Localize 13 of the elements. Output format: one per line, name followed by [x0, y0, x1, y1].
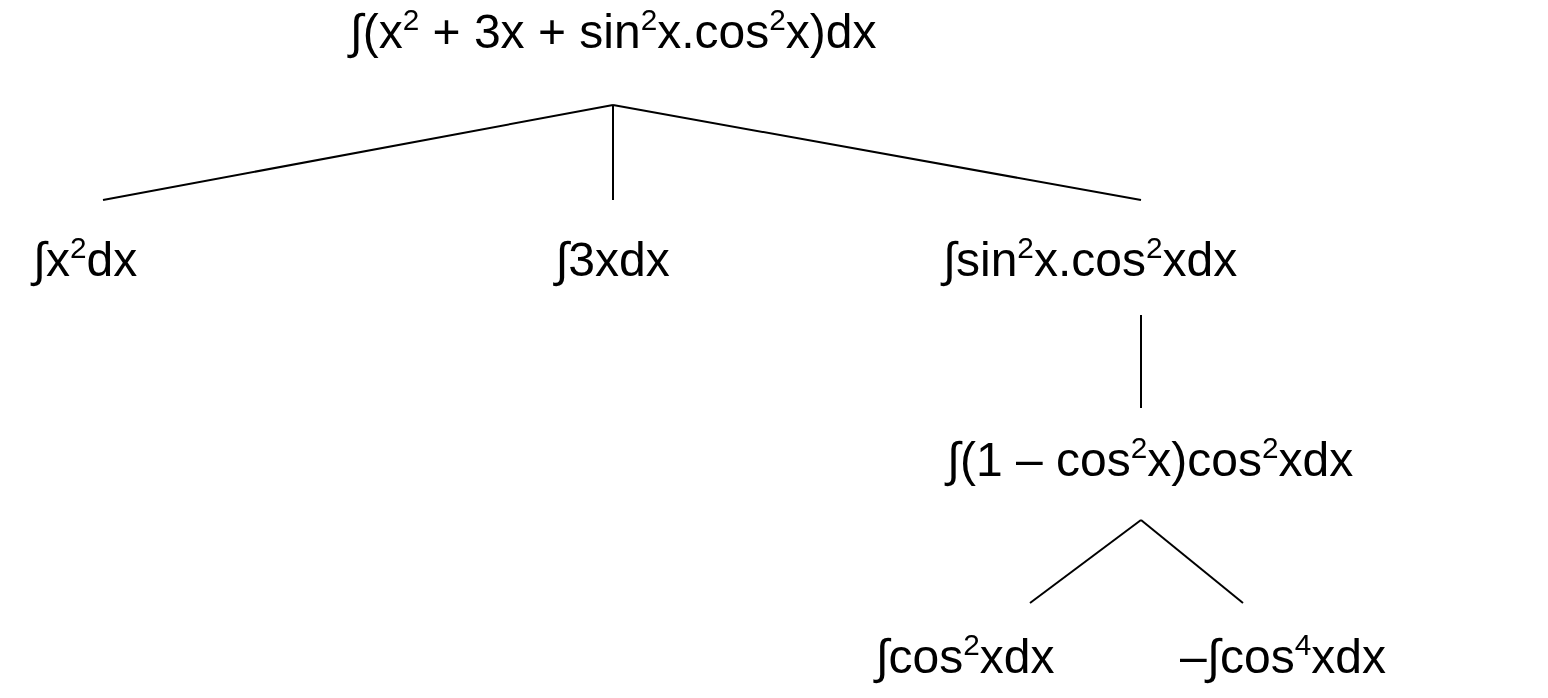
connector-line	[1029, 519, 1142, 604]
math-expression: ∫3xdx	[555, 232, 670, 289]
connector-line	[102, 104, 614, 201]
math-expression: ∫cos$^{2}$xdx	[875, 627, 1055, 686]
math-expression: ∫sin$^{2}$x.cos$^{2}$xdx	[942, 230, 1238, 289]
math-expression: ∫x$^{2}$dx	[32, 230, 138, 289]
math-expression: –∫cos$^{4}$xdx	[1180, 627, 1386, 686]
connector-line	[612, 104, 614, 201]
connector-line	[1140, 314, 1142, 409]
connector-line	[612, 104, 1142, 201]
connector-line	[1140, 519, 1244, 604]
math-expression: ∫(x$^{2}$ + 3x + sin$^{2}$x.cos$^{2}$x)dx	[349, 2, 877, 61]
math-expression: ∫(1 – cos$^{2}$x)cos$^{2}$xdx	[946, 430, 1354, 489]
